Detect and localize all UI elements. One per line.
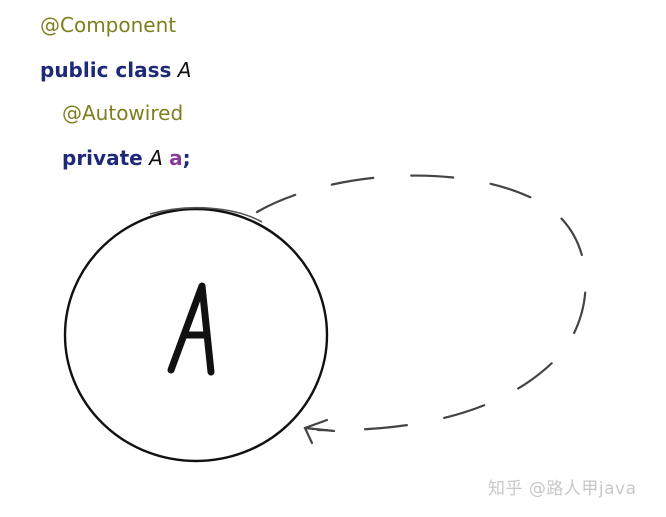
node-a-label-glyph: [167, 282, 215, 376]
arrow-left-icon: [303, 418, 336, 445]
dashed-loop-edge: [255, 174, 587, 432]
code-line-field-declaration: private A a;: [62, 146, 191, 170]
code-line-component: @Component: [40, 13, 176, 37]
annotation-autowired: @Autowired: [62, 101, 184, 125]
semicolon: ;: [182, 146, 191, 170]
node-a-circle: [63, 206, 329, 463]
keyword-private: private: [62, 146, 143, 170]
class-name: A: [177, 58, 192, 82]
keyword-public-class: public class: [40, 58, 172, 82]
code-line-autowired: @Autowired: [62, 101, 183, 125]
field-name: a: [169, 146, 183, 170]
field-type: A: [149, 146, 163, 170]
code-line-class-declaration: public class A: [40, 58, 191, 82]
watermark: 知乎 @路人甲java: [488, 479, 637, 499]
annotation-component: @Component: [40, 13, 177, 37]
